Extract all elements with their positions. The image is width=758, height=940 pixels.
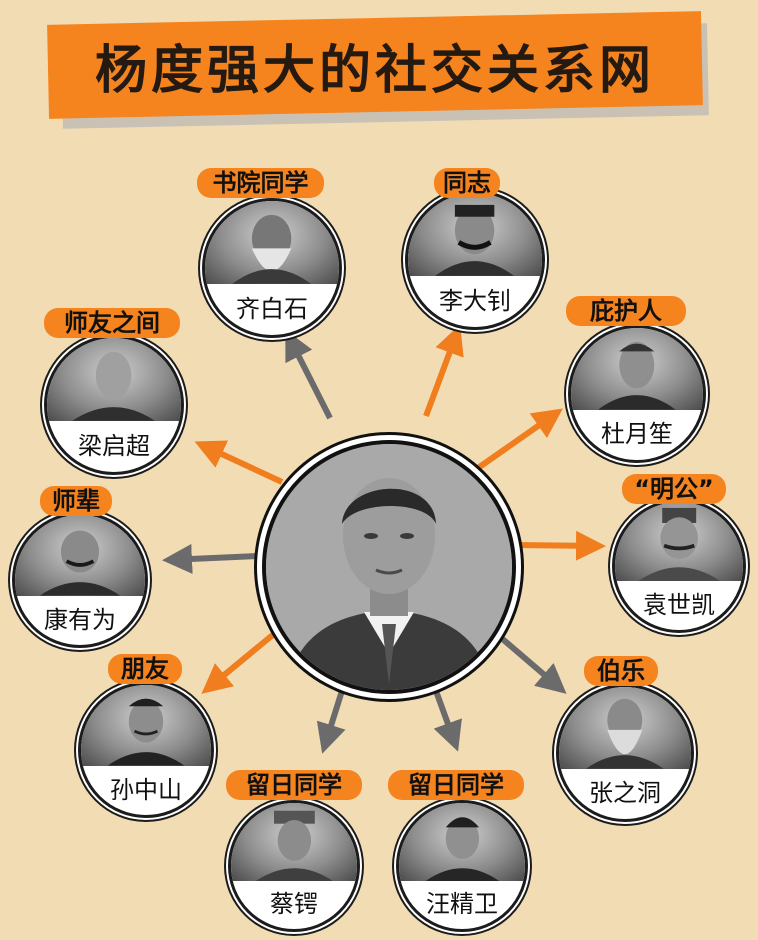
name-sunzhongshan: 孙中山 — [110, 775, 182, 804]
photo-sunzhongshan: 孙中山 — [78, 682, 214, 818]
name-lidazhao: 李大钊 — [439, 287, 511, 316]
portrait-qibaishi-icon — [205, 201, 339, 285]
name-caie: 蔡锷 — [270, 889, 318, 918]
portrait-caie-icon — [231, 803, 357, 882]
arrow-to-kangyouwei — [162, 543, 259, 574]
photo-wangjingwei: 汪精卫 — [396, 800, 528, 932]
name-yuanshikai: 袁世凯 — [643, 590, 715, 619]
arrow-to-zhangzhidong — [490, 627, 567, 694]
photo-kangyouwei: 康有为 — [12, 512, 148, 648]
portrait-lidazhao-icon — [408, 193, 542, 277]
arrow-to-yuanshikai — [513, 530, 606, 561]
tag-wangjingwei: 留日同学 — [388, 770, 524, 800]
name-wangjingwei: 汪精卫 — [426, 889, 498, 918]
name-qibaishi: 齐白石 — [236, 295, 308, 324]
photo-liangqichao: 梁启超 — [44, 335, 184, 475]
tag-kangyouwei: 师辈 — [40, 486, 112, 516]
tag-yuanshikai: “明公” — [622, 474, 726, 504]
tag-caie: 留日同学 — [226, 770, 362, 800]
arrow-to-wangjingwei — [429, 678, 462, 752]
name-zhangzhidong: 张之洞 — [589, 779, 661, 808]
tag-zhangzhidong: 伯乐 — [584, 656, 658, 686]
arrow-to-duyuesheng — [476, 408, 563, 471]
arrow-to-lidazhao — [423, 324, 464, 418]
photo-lidazhao: 李大钊 — [405, 190, 545, 330]
photo-caie: 蔡锷 — [228, 800, 360, 932]
portrait-liangqichao-icon — [47, 338, 181, 422]
tag-duyuesheng: 庇护人 — [566, 296, 686, 326]
name-duyuesheng: 杜月笙 — [601, 420, 673, 449]
tag-sunzhongshan: 朋友 — [108, 654, 182, 684]
portrait-zhangzhidong-icon — [559, 687, 691, 769]
arrow-to-liangqichao — [194, 440, 284, 485]
arrow-to-qibaishi — [285, 329, 333, 420]
portrait-duyuesheng-icon — [571, 328, 703, 410]
tag-qibaishi: 书院同学 — [197, 168, 324, 198]
portrait-yuanshikai-icon — [615, 502, 743, 582]
name-liangqichao: 梁启超 — [78, 432, 150, 461]
center-portrait — [262, 440, 516, 694]
center-portrait-icon — [266, 444, 512, 690]
photo-qibaishi: 齐白石 — [202, 198, 342, 338]
tag-liangqichao: 师友之间 — [44, 308, 180, 338]
name-kangyouwei: 康有为 — [44, 605, 116, 634]
arrow-to-sunzhongshan — [201, 621, 288, 694]
portrait-wangjingwei-icon — [399, 803, 525, 882]
arrow-to-caie — [316, 677, 349, 754]
portrait-sunzhongshan-icon — [81, 685, 211, 766]
tag-lidazhao: 同志 — [434, 168, 500, 198]
portrait-kangyouwei-icon — [15, 515, 145, 596]
photo-duyuesheng: 杜月笙 — [568, 325, 706, 463]
photo-zhangzhidong: 张之洞 — [556, 684, 694, 822]
photo-yuanshikai: 袁世凯 — [612, 499, 746, 633]
